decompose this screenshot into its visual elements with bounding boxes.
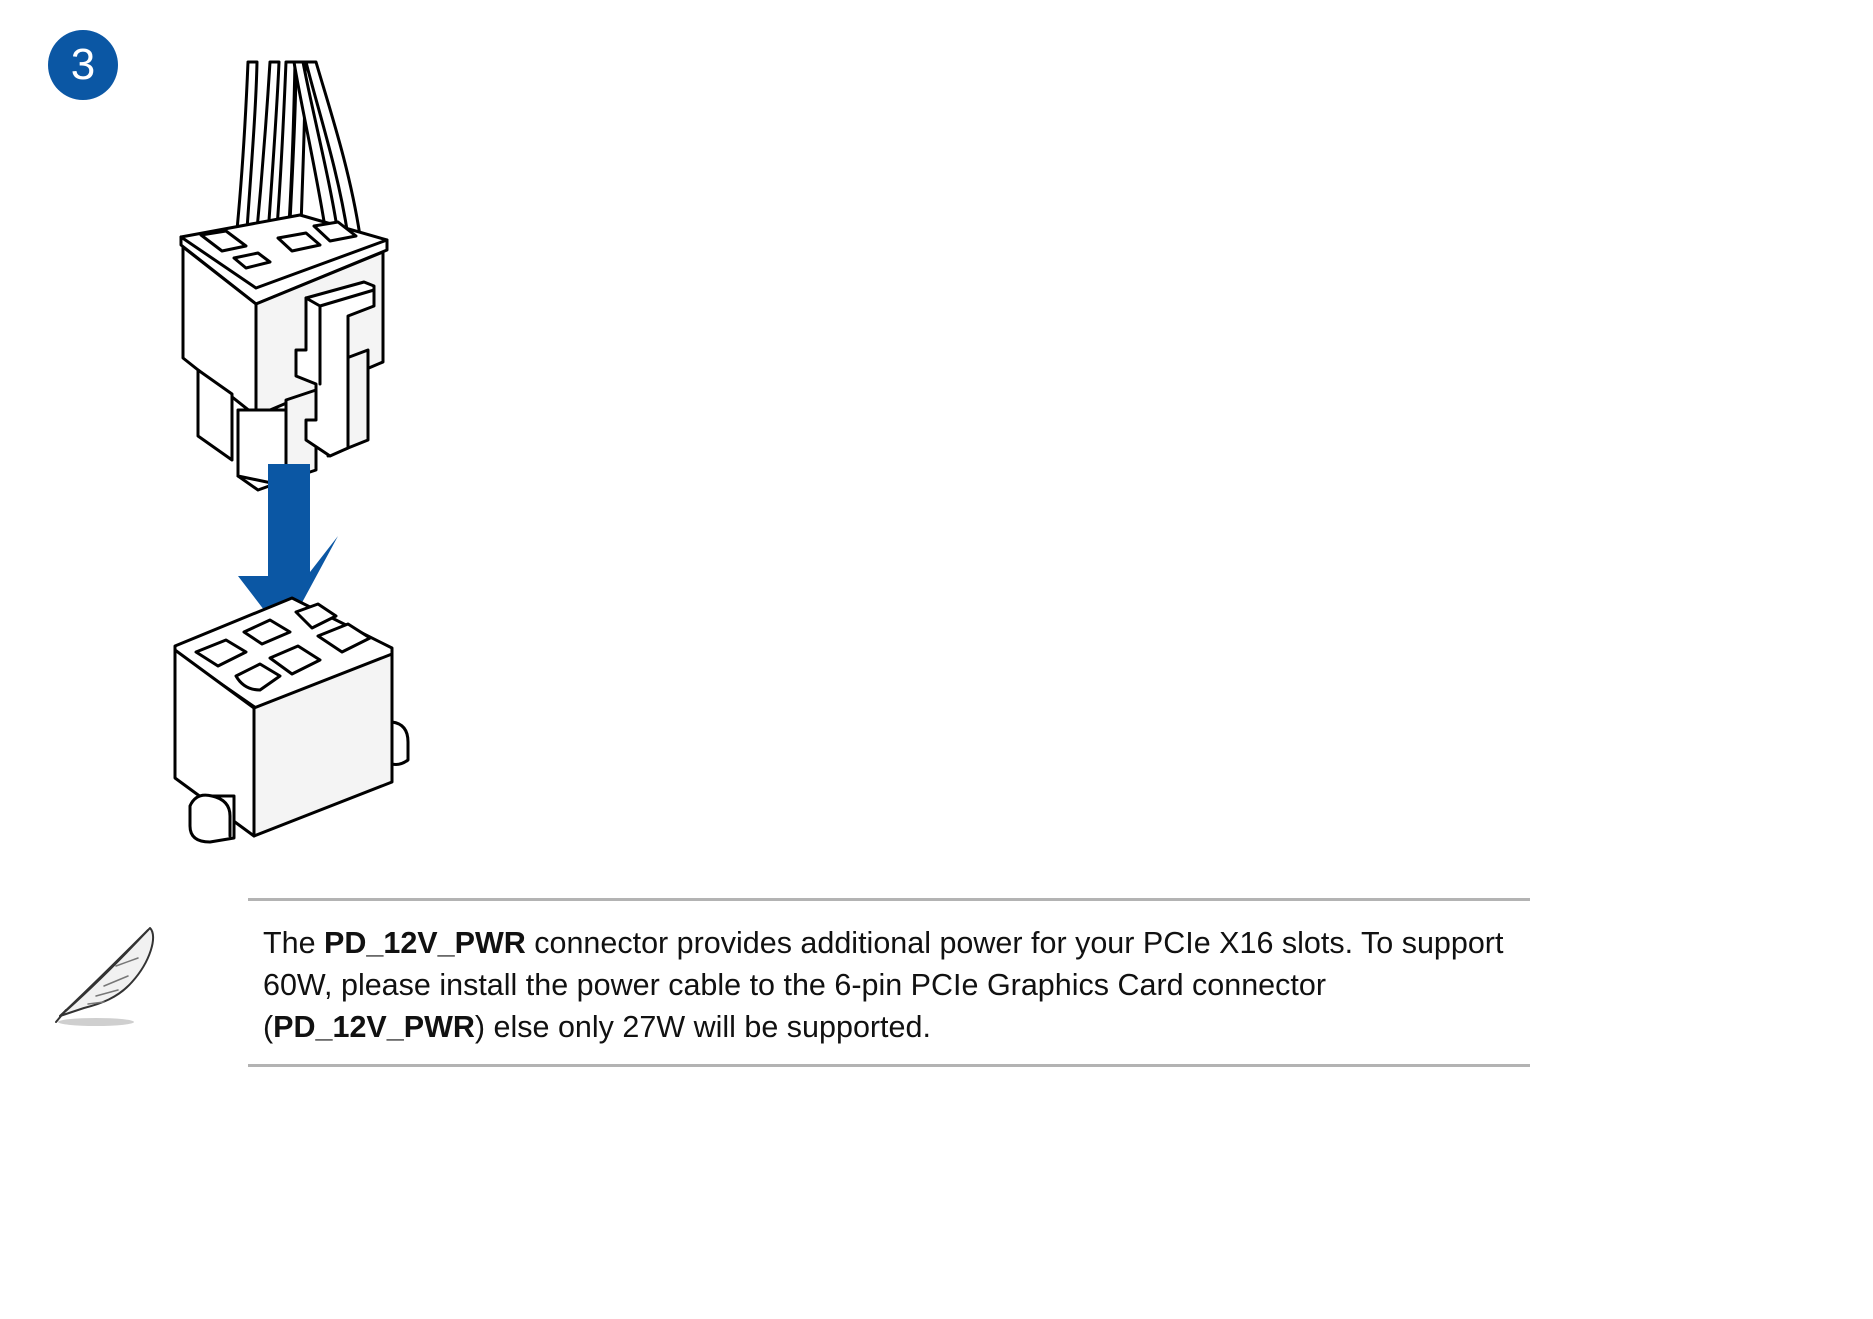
note-text-part-2: connector provides additional power for … <box>263 926 1504 1044</box>
connector-name-bold: PD_12V_PWR <box>273 1010 475 1044</box>
pd-12v-pwr-socket-icon <box>173 596 410 844</box>
note-top-divider <box>248 898 1530 901</box>
feather-quill-icon <box>55 927 155 1026</box>
step-number-badge: 3 <box>48 30 118 100</box>
connector-installation-illustration <box>173 60 410 844</box>
pcie-6pin-cable-plug-icon <box>179 60 389 492</box>
insert-down-arrow-icon <box>238 464 338 636</box>
note-bottom-divider <box>248 1064 1530 1067</box>
note-text-part-3: ) else only 27W will be supported. <box>474 1010 931 1044</box>
note-text-part-1: The <box>263 926 325 960</box>
connector-name-bold: PD_12V_PWR <box>324 926 526 960</box>
note-text: The PD_12V_PWR connector provides additi… <box>263 922 1523 1048</box>
